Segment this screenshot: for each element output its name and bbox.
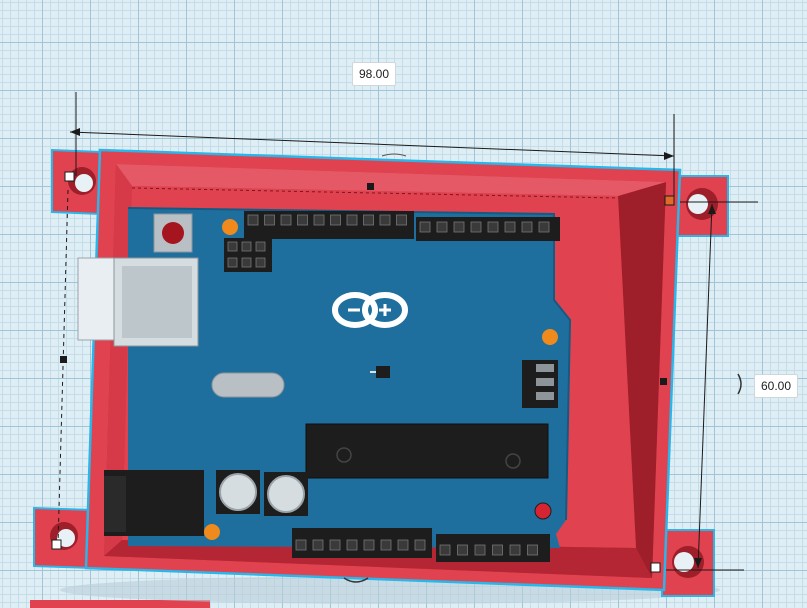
rotate-handle-bottom[interactable] [343,577,369,583]
header-pin [470,221,482,233]
header-pin [241,257,252,268]
width-dimension-line[interactable] [69,92,675,200]
crystal-oscillator [211,372,285,398]
capacitor-2 [264,472,308,516]
header-pin [397,539,409,551]
header-pins-top [247,214,550,233]
mounting-tab-bottom-right[interactable] [661,529,715,597]
mounting-tab-bottom-left[interactable] [33,506,93,570]
board-mount-hole-1 [222,219,238,235]
header-pin [509,544,521,556]
header-pin [419,221,431,233]
header-pin [346,539,358,551]
rotate-handle-top[interactable] [381,153,407,157]
header-pin [241,241,252,252]
mounting-tab-top-right[interactable] [675,175,729,237]
side-header[interactable] [522,360,558,408]
header-pin [453,221,465,233]
height-dimension-label[interactable]: 60.00 [754,374,799,398]
width-dimension-label[interactable]: 98.00 [352,62,397,86]
header-pin [380,539,392,551]
header-pin [247,214,259,226]
resize-handle-bottom-left[interactable] [51,539,62,550]
header-pin [436,221,448,233]
header-pin [330,214,341,226]
adjacent-object-edge[interactable] [30,600,210,608]
header-pin [474,544,486,556]
resize-handle-left-mid[interactable] [60,356,67,363]
enclosure-right-wall [618,182,666,578]
capacitor-1 [216,470,260,514]
reset-button[interactable] [153,213,193,253]
header-pin [414,539,426,551]
resize-handle-bottom-right[interactable] [650,562,661,573]
resize-handle-right-mid[interactable] [660,378,667,385]
header-pin [227,257,238,268]
header-pin [379,214,391,226]
header-pin [527,544,538,556]
rotate-handle-right[interactable] [737,373,742,395]
power-jack[interactable] [104,470,204,536]
header-pin [487,221,499,233]
usb-connector[interactable] [77,257,199,347]
header-pin [363,214,374,226]
header-pin [363,539,375,551]
header-pin [329,539,341,551]
header-pin [521,221,533,233]
header-pin [264,214,275,226]
header-pin [295,539,307,551]
header-pin [255,257,266,268]
header-pin [538,221,550,233]
header-pin [396,214,407,226]
header-pin [280,214,292,226]
depth-guide-line [57,189,69,545]
resize-handle-top-right[interactable] [664,195,675,206]
height-dimension-line[interactable] [666,201,758,571]
header-pin [297,214,308,226]
header-pin [439,544,451,556]
header-pin [346,214,358,226]
microcontroller-chip [305,423,549,479]
power-led [534,502,552,520]
header-pin [312,539,324,551]
header-pin [255,241,266,252]
arduino-logo [332,292,408,328]
header-pin [504,221,516,233]
resize-handle-top-left[interactable] [64,171,75,182]
resize-handle-top-mid[interactable] [367,183,374,190]
header-pin [492,544,503,556]
mounting-tab-top-left[interactable] [51,148,101,216]
icsp-pins [227,241,266,268]
smd-component [370,366,390,378]
board-mount-hole-3 [204,524,220,540]
header-pin [313,214,325,226]
board-mount-hole-2 [542,329,558,345]
enclosure-top-wall [116,164,666,196]
header-pin [227,241,238,252]
header-pin [457,544,468,556]
header-pins-bottom [295,539,538,556]
